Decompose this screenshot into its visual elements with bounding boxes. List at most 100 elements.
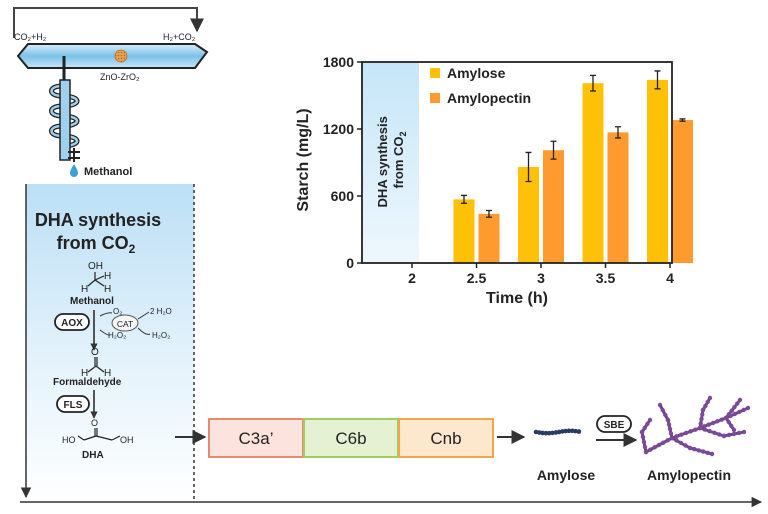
amylopectin-unit [705, 450, 710, 455]
y-tick-label: 0 [346, 255, 354, 271]
aox-enzyme-badge [54, 313, 90, 331]
bar-amylose-4 [647, 79, 668, 263]
amylopectin-unit [741, 429, 747, 435]
amylopectin-unit [674, 438, 679, 443]
amylopectin-unit [703, 403, 708, 409]
amylopectin-unit [660, 407, 665, 413]
amylopectin-unit [661, 440, 666, 445]
amylopectin-unit [723, 415, 729, 421]
error-bar [654, 70, 661, 90]
x-tick-label: 2.5 [467, 270, 487, 286]
y-tick-label: 1800 [323, 54, 354, 70]
methanol-product-label: Methanol [84, 166, 132, 178]
dha-panel-title-line2: from CO2 [57, 233, 136, 256]
amylopectin-unit [683, 430, 689, 436]
amylopectin-unit [737, 397, 743, 403]
o2-label: O₂ [113, 307, 122, 316]
amylopectin-unit [692, 447, 697, 452]
amylopectin-unit [719, 417, 724, 422]
dha-structure: O HO OH [62, 418, 134, 445]
svg-text:H: H [81, 368, 88, 379]
methanol-structure: OH H H H [81, 261, 111, 295]
legend-label-amylose: Amylose [447, 65, 506, 81]
amylopectin-unit [745, 405, 751, 411]
svg-text:O: O [91, 347, 99, 358]
amylopectin-unit [709, 451, 715, 457]
amylopectin-unit [687, 445, 693, 451]
amylopectin-unit [688, 429, 693, 434]
y-tick-label: 1200 [323, 121, 354, 137]
amylose-unit [576, 429, 582, 434]
chart-xlabel: Time (h) [486, 290, 548, 307]
amylose-label: Amylose [537, 467, 596, 483]
svg-text:H: H [81, 284, 88, 295]
amylopectin-unit [678, 440, 684, 446]
amylopectin-unit [668, 431, 674, 436]
amylopectin-unit [701, 449, 706, 454]
error-bar [615, 126, 621, 139]
amylopectin-unit [674, 434, 679, 439]
amylopectin-unit [648, 447, 653, 452]
module-cnb-box [398, 418, 494, 458]
amylopectin-unit [726, 432, 732, 438]
amylopectin-unit [683, 443, 688, 448]
bar-amylopectin-3.5 [607, 132, 629, 263]
chart-inset-label: DHA synthesis from CO2 [375, 113, 408, 208]
x-tick-label: 2 [408, 270, 416, 286]
reactor-tube [16, 43, 209, 69]
amylopectin-unit [731, 427, 737, 433]
cat-label: CAT [117, 319, 133, 329]
amylopectin-unit [642, 444, 648, 450]
amylose-unit [570, 428, 575, 434]
amylopectin-unit [699, 416, 704, 422]
amylopectin-unit [643, 449, 649, 455]
module-c6b-label: C6b [335, 429, 366, 448]
amylopectin-unit [693, 427, 698, 432]
x-tick-label: 4 [666, 270, 674, 286]
amylopectin-unit [737, 409, 742, 415]
amylopectin-unit [710, 420, 716, 426]
amylopectin-tree-icon [639, 395, 751, 457]
amylopectin-unit [656, 442, 662, 448]
h2o-label: 2 H₂O [150, 307, 172, 316]
h2o2-right-label: H₂O₂ [152, 331, 170, 340]
legend-label-amylopectin: Amylopectin [447, 90, 531, 106]
bar-amylose-3.5 [582, 83, 604, 263]
amylose-chain-icon [533, 428, 582, 436]
amylose-unit [566, 428, 572, 434]
amylopectin-unit [707, 395, 713, 401]
amylopectin-unit [665, 438, 670, 443]
module-c3a-label: C3a’ [239, 429, 274, 448]
bar-amylopectin-4 [672, 120, 693, 263]
amylopectin-unit [700, 412, 705, 417]
error-bar [486, 209, 492, 218]
dha-panel: DHA synthesis from CO2 OH H H H Methanol… [26, 184, 195, 500]
aox-label: AOX [61, 318, 83, 329]
x-tick-label: 3.5 [596, 270, 616, 286]
amylopectin-unit [726, 412, 731, 417]
amylopectin-unit [657, 402, 663, 408]
amylopectin-unit [679, 432, 684, 437]
amylopectin-unit [641, 439, 647, 445]
amylopectin-unit [697, 425, 703, 431]
amylopectin-unit [702, 424, 707, 429]
amylopectin-unit [698, 421, 703, 426]
amylose-unit [540, 430, 545, 436]
sbe-label: SBE [604, 420, 625, 431]
amylopectin-unit [712, 430, 717, 435]
svg-text:H: H [104, 271, 111, 282]
gas-loop-line [13, 7, 204, 38]
amylose-unit [563, 428, 568, 434]
amylopectin-unit [705, 399, 710, 405]
amylopectin-unit [639, 429, 645, 435]
svg-text:O: O [91, 418, 98, 428]
cat-cycle-arrows [99, 311, 151, 336]
amylopectin-unit [669, 435, 675, 441]
amylopectin-branch [724, 416, 736, 432]
svg-text:H: H [104, 368, 111, 379]
methanol-label: Methanol [70, 296, 114, 307]
amylopectin-unit [707, 429, 712, 434]
chart-ylabel: Starch (mg/L) [295, 108, 312, 211]
bar-amylopectin-3 [543, 150, 564, 263]
